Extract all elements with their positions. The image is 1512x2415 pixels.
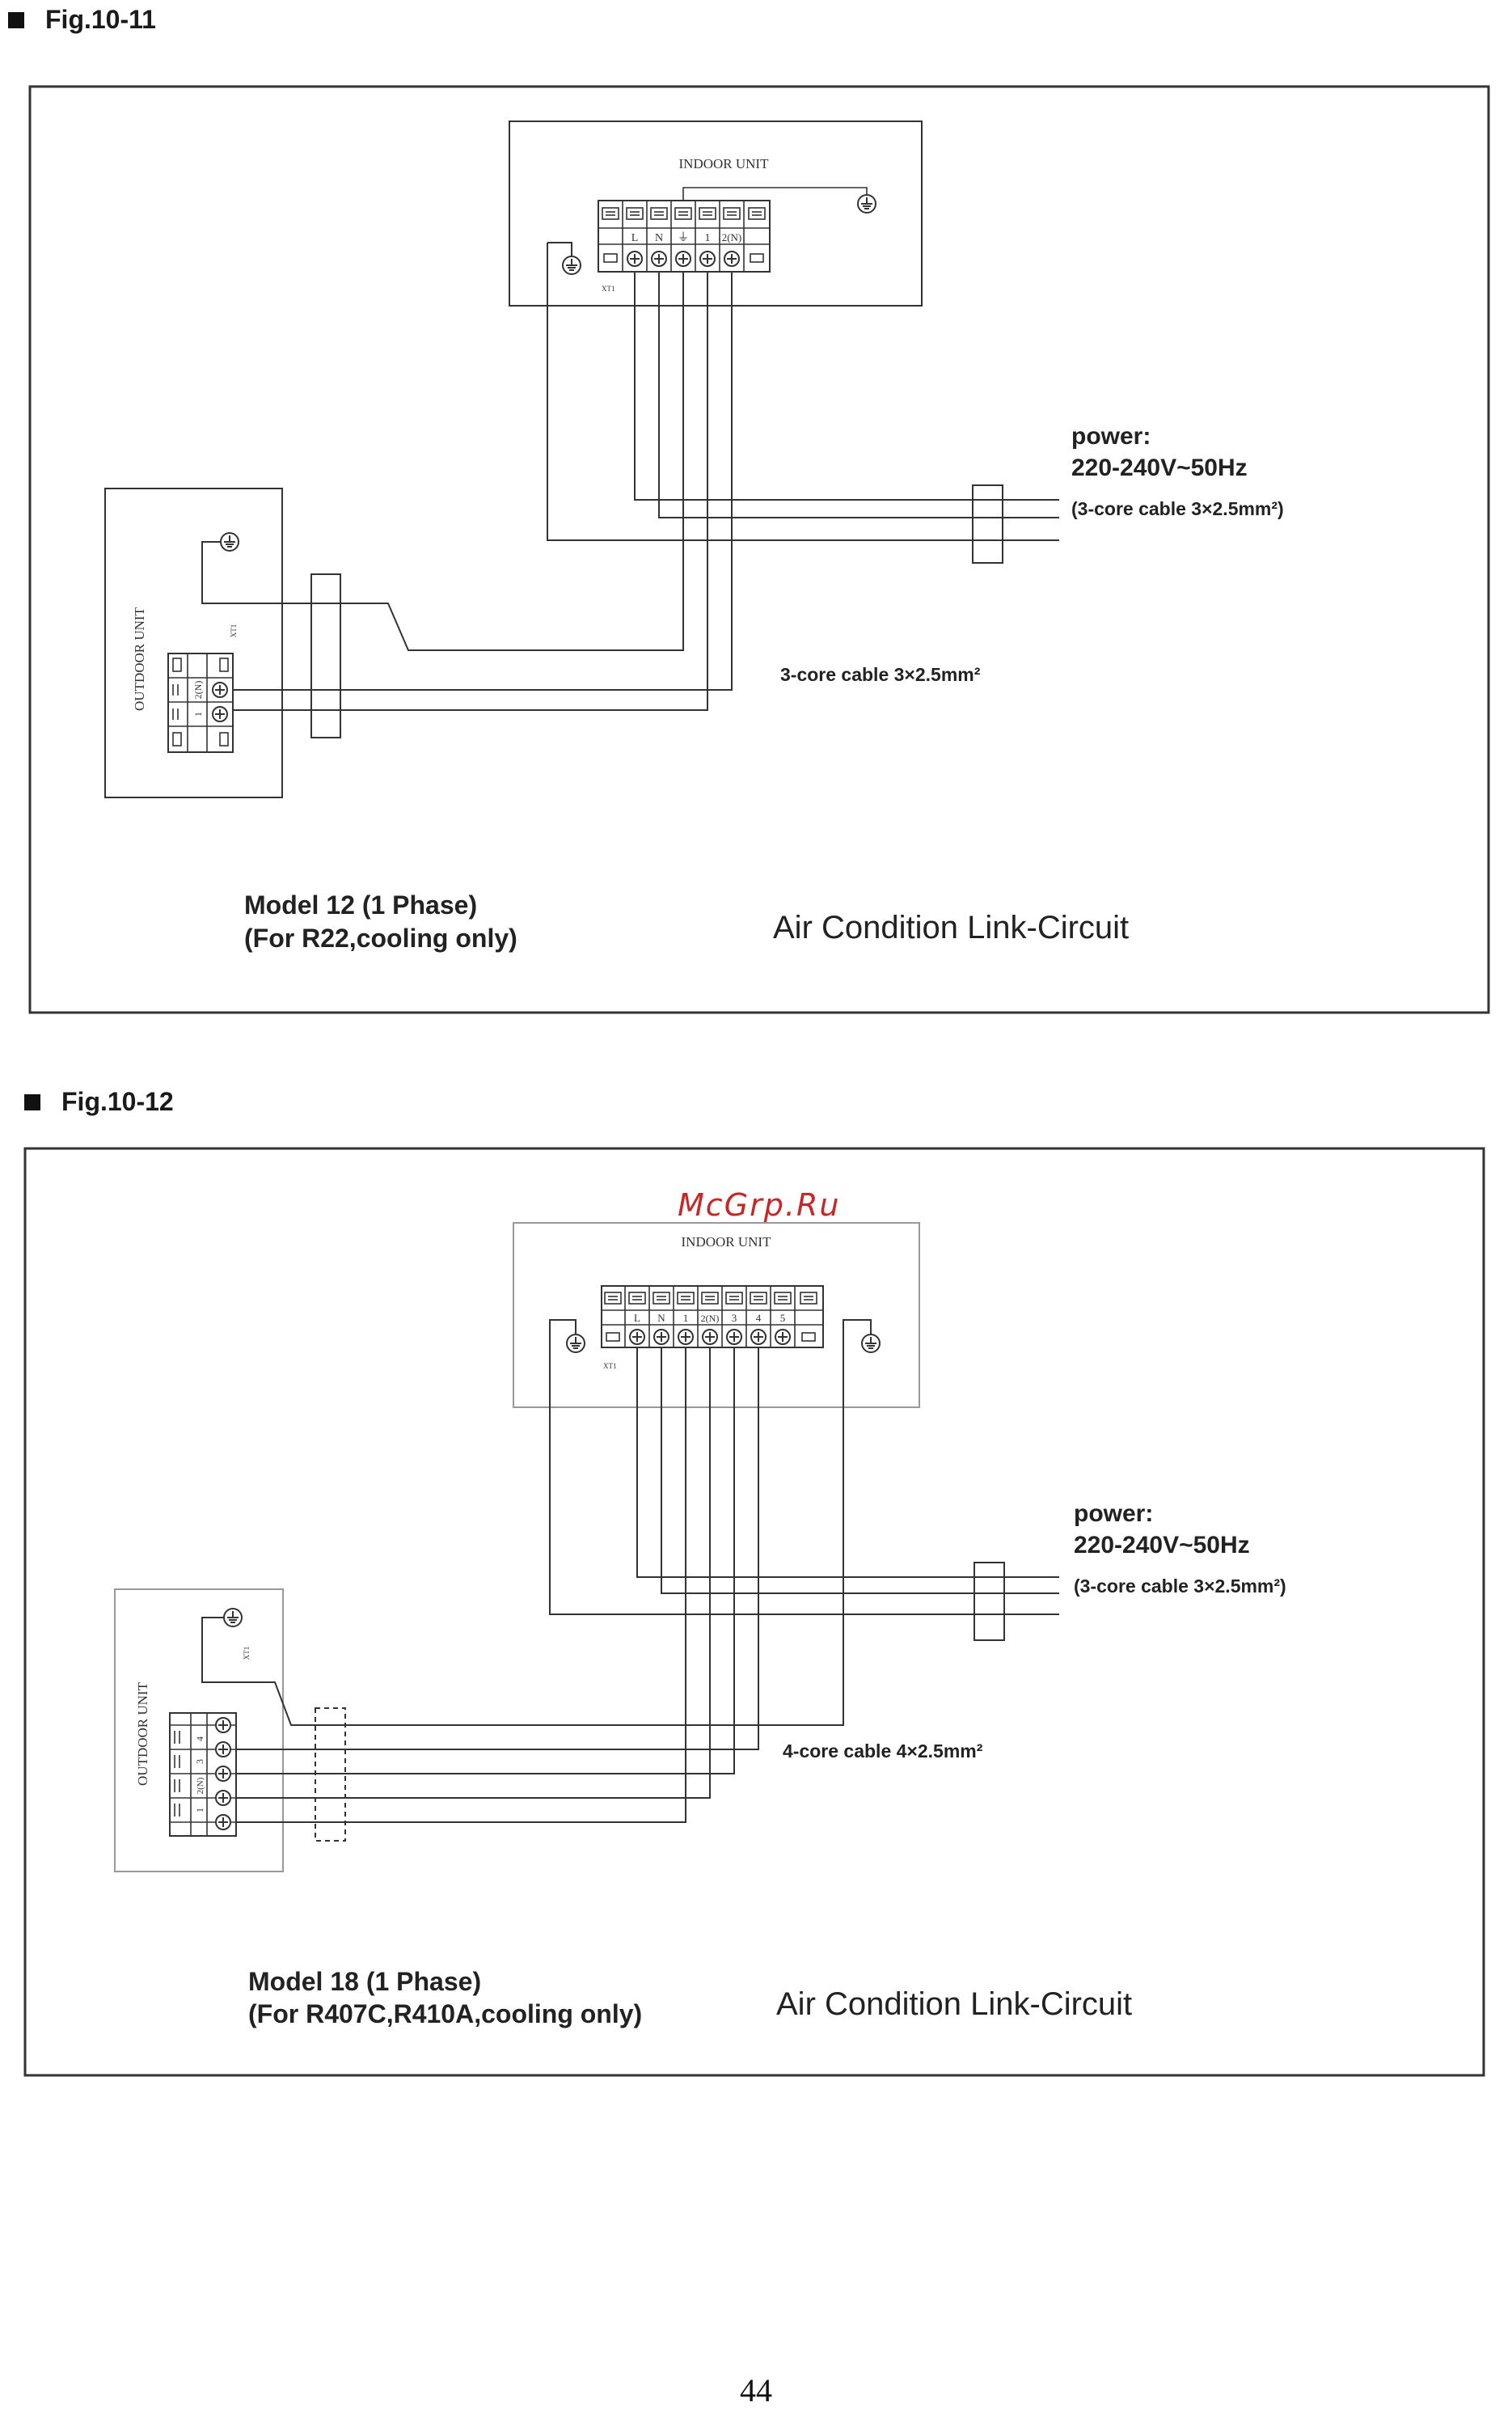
screw-icon bbox=[653, 1329, 669, 1345]
figure-2-indoor-terminal-N: N bbox=[657, 1312, 665, 1324]
figure-1-model-line2: (For R22,cooling only) bbox=[244, 924, 517, 953]
figure-2-indoor-terminal-L: L bbox=[634, 1312, 640, 1324]
figure-1-outdoor-block-code: XT1 bbox=[230, 624, 238, 638]
screw-icon bbox=[702, 1329, 718, 1345]
figure-1-circuit-title: Air Condition Link-Circuit bbox=[773, 910, 1129, 945]
figure-2-outdoor-ground-icon bbox=[223, 1608, 243, 1627]
screw-icon bbox=[629, 1329, 645, 1345]
figure-2-outdoor-terminal-1: 1 bbox=[194, 1808, 205, 1812]
figure-1-outdoor-unit-label: OUTDOOR UNIT bbox=[132, 607, 147, 711]
watermark: McGrp.Ru bbox=[678, 1187, 841, 1223]
page-number: 44 bbox=[740, 2372, 772, 2409]
figure-2-indoor-terminal-4: 4 bbox=[756, 1312, 762, 1324]
screw-icon bbox=[212, 706, 228, 722]
figure-1-outdoor-terminal-block: 2(N) 1 bbox=[167, 653, 234, 753]
figure-2-wires bbox=[201, 1319, 1059, 1823]
figure-2-indoor-terminal-3: 3 bbox=[732, 1312, 737, 1324]
figure-1-indoor-terminal-1: 1 bbox=[705, 232, 711, 244]
figure-2-outdoor-unit-label: OUTDOOR UNIT bbox=[135, 1681, 150, 1786]
screw-icon bbox=[215, 1741, 231, 1757]
figure-2-indoor-unit-label: INDOOR UNIT bbox=[682, 1234, 772, 1250]
screw-icon bbox=[215, 1717, 231, 1733]
figure-2-indoor-terminal-2n: 2(N) bbox=[701, 1313, 720, 1324]
figure-1-wires bbox=[201, 242, 1059, 711]
screw-icon bbox=[750, 1329, 767, 1345]
screw-icon bbox=[678, 1329, 694, 1345]
figure-2-power-label: power: bbox=[1074, 1500, 1153, 1527]
figure-heading-2: Fig.10-12 bbox=[24, 1087, 174, 1117]
screw-icon bbox=[651, 251, 667, 267]
figure-2-circuit-title: Air Condition Link-Circuit bbox=[776, 1986, 1132, 2022]
figure-1-indoor-terminal-block: L N ⏚ 1 2(N) bbox=[598, 200, 771, 273]
figure-1-power-cable-clamp bbox=[972, 484, 1003, 564]
screw-icon bbox=[675, 251, 691, 267]
figure-heading-2-text: Fig.10-12 bbox=[61, 1087, 174, 1116]
figure-1-power-label: power: bbox=[1071, 423, 1151, 450]
screw-icon bbox=[726, 1329, 742, 1345]
figure-1-indoor-unit-box bbox=[509, 121, 923, 307]
screw-icon bbox=[724, 251, 740, 267]
screw-icon bbox=[775, 1329, 791, 1345]
figure-2-indoor-unit-box bbox=[513, 1222, 920, 1408]
figure-1-indoor-terminal-L: L bbox=[631, 232, 639, 244]
figure-2-indoor-ground-right-icon bbox=[861, 1334, 881, 1353]
figure-2-outdoor-terminal-2n: 2(N) bbox=[196, 1777, 205, 1794]
figure-1-indoor-unit-label: INDOOR UNIT bbox=[679, 156, 770, 171]
figure-2-power-cable-clamp bbox=[974, 1562, 1005, 1641]
figure-2-frame bbox=[23, 1147, 1485, 2077]
figure-2-link-cable-label: 4-core cable 4×2.5mm² bbox=[783, 1740, 983, 1762]
figure-1-outdoor-ground-icon bbox=[220, 532, 239, 552]
figure-1-outdoor-terminal-1: 1 bbox=[192, 712, 204, 717]
bullet-square-icon bbox=[24, 1093, 40, 1110]
figure-2-power-cable-label: (3-core cable 3×2.5mm²) bbox=[1074, 1575, 1286, 1597]
screw-icon bbox=[215, 1766, 231, 1782]
figure-1-indoor-terminal-N: N bbox=[655, 232, 663, 244]
figure-1-indoor-block-code: XT1 bbox=[602, 285, 615, 293]
figure-1-power-voltage: 220-240V~50Hz bbox=[1071, 455, 1248, 481]
figure-2-indoor-terminal-block: L N 1 2(N) 3 4 5 bbox=[601, 1285, 824, 1348]
figure-2-indoor-terminal-1: 1 bbox=[683, 1312, 689, 1324]
figure-2-outdoor-terminal-3: 3 bbox=[194, 1759, 205, 1764]
figure-2-outdoor-unit-box bbox=[114, 1588, 284, 1872]
figure-1-power-cable-label: (3-core cable 3×2.5mm²) bbox=[1071, 498, 1284, 519]
figure-1-model-line1: Model 12 (1 Phase) bbox=[244, 890, 477, 920]
figure-1-diagram: INDOOR UNIT L N ⏚ 1 2(N) bbox=[28, 85, 1490, 1014]
figure-2-diagram: INDOOR UNIT L N 1 bbox=[23, 1147, 1485, 2077]
figure-2-model-line1: Model 18 (1 Phase) bbox=[248, 1967, 481, 1996]
figure-heading-1: Fig.10-11 bbox=[8, 5, 156, 35]
figure-1-link-cable-label: 3-core cable 3×2.5mm² bbox=[780, 664, 981, 685]
figure-2-outdoor-terminal-block: 4 3 2(N) 1 bbox=[169, 1712, 237, 1837]
screw-icon bbox=[699, 251, 716, 267]
figure-1-indoor-ground-right-icon bbox=[857, 194, 876, 214]
figure-2-outdoor-terminal-4: 4 bbox=[194, 1736, 205, 1741]
figure-2-outdoor-block-code: XT1 bbox=[243, 1647, 251, 1660]
bullet-square-icon bbox=[8, 11, 24, 28]
screw-icon bbox=[212, 682, 228, 698]
figure-heading-1-text: Fig.10-11 bbox=[45, 5, 156, 34]
figure-1-indoor-ground-left-icon bbox=[562, 256, 581, 275]
screw-icon bbox=[627, 251, 643, 267]
figure-1-indoor-terminal-2n: 2(N) bbox=[722, 231, 742, 243]
figure-1-outdoor-unit-box bbox=[104, 488, 283, 798]
figure-2-indoor-block-code: XT1 bbox=[603, 1362, 617, 1370]
figure-1-link-cable-clamp bbox=[310, 573, 341, 738]
figure-2-power-voltage: 220-240V~50Hz bbox=[1074, 1532, 1250, 1559]
figure-1-indoor-terminal-ground: ⏚ bbox=[678, 231, 689, 244]
figure-1-frame bbox=[28, 85, 1490, 1014]
screw-icon bbox=[215, 1814, 231, 1830]
figure-2-indoor-terminal-5: 5 bbox=[780, 1312, 786, 1324]
figure-2-model-line2: (For R407C,R410A,cooling only) bbox=[248, 1999, 642, 2028]
figure-2-indoor-ground-left-icon bbox=[566, 1334, 585, 1353]
screw-icon bbox=[215, 1790, 231, 1806]
figure-1-outdoor-terminal-2n: 2(N) bbox=[192, 681, 204, 700]
